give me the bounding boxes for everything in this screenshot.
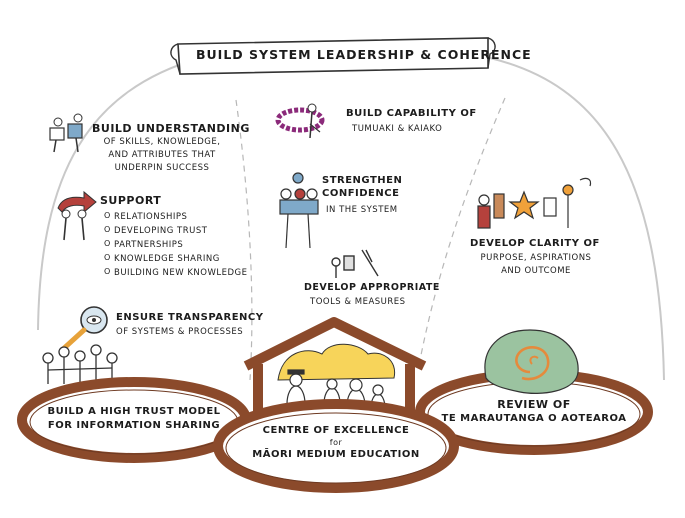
oval-right-line: TE MARAUTANGA O AOTEAROA xyxy=(441,413,627,424)
confidence-body: IN THE SYSTEM xyxy=(326,205,398,215)
understanding-heading: BUILD UNDERSTANDING xyxy=(92,122,250,135)
banner-title: BUILD SYSTEM LEADERSHIP & COHERENCE xyxy=(196,47,532,62)
magnifier-icon xyxy=(59,306,108,353)
understanding-line: AND ATTRIBUTES THAT xyxy=(108,150,216,160)
clarity-line: PURPOSE, ASPIRATIONS xyxy=(480,253,592,263)
confidence-line: CONFIDENCE xyxy=(322,188,400,199)
divider-right xyxy=(419,97,506,361)
understanding-line: OF SKILLS, KNOWLEDGE, xyxy=(103,137,221,147)
oval-right-text: REVIEW of TE MARAUTANGA O AOTEAROA xyxy=(440,398,628,426)
shell-icon xyxy=(484,329,579,394)
oval-center-text: CENTRE OF EXCELLENCE for MĀORI MEDIUM ED… xyxy=(246,424,426,462)
gear-icon xyxy=(275,103,325,139)
capability-body: TUMUAKI & KAIAKO xyxy=(352,124,443,134)
transparency-heading: ENSURE TRANSPARENCY xyxy=(116,312,264,323)
star-icon xyxy=(508,190,540,220)
outer-arch-left xyxy=(37,57,201,331)
outer-arch-right xyxy=(489,57,665,381)
tools-icon xyxy=(331,249,379,278)
oval-left-line: BUILD A HIGH TRUST MODEL xyxy=(47,406,221,417)
oval-center xyxy=(213,399,459,493)
understanding-line: UNDERPIN SUCCESS xyxy=(114,163,210,173)
banner-ribbon xyxy=(170,37,496,75)
support-list: RELATIONSHIPS DEVELOPING TRUST PARTNERSH… xyxy=(104,209,247,280)
oval-left-text: BUILD A HIGH TRUST MODEL FOR INFORMATION… xyxy=(46,405,222,433)
list-item: DEVELOPING TRUST xyxy=(104,223,247,238)
clarity-heading: DEVELOP CLARITY OF xyxy=(470,238,600,249)
clarity-icons xyxy=(477,177,592,229)
list-item: RELATIONSHIPS xyxy=(104,209,247,224)
oval-left-line: FOR INFORMATION SHARING xyxy=(47,420,221,431)
confidence-heading: STRENGTHEN CONFIDENCE xyxy=(322,174,402,200)
oval-center-line: for xyxy=(329,438,343,447)
list-item: BUILDING NEW KNOWLEDGE xyxy=(104,265,247,280)
divider-left xyxy=(235,99,253,381)
oval-center-line: MĀORI MEDIUM EDUCATION xyxy=(252,449,420,460)
list-item: PARTNERSHIPS xyxy=(104,237,247,252)
transparency-body: OF SYSTEMS & PROCESSES xyxy=(116,327,244,337)
support-heading: SUPPORT xyxy=(100,194,162,207)
oval-center-line: CENTRE OF EXCELLENCE xyxy=(262,425,410,436)
people-chain-icon xyxy=(42,344,118,384)
capability-heading: BUILD CAPABILITY OF xyxy=(346,108,477,119)
list-item: KNOWLEDGE SHARING xyxy=(104,251,247,266)
understanding-body: OF SKILLS, KNOWLEDGE, AND ATTRIBUTES THA… xyxy=(92,136,232,175)
tools-heading: DEVELOP APPROPRIATE xyxy=(304,282,440,293)
clarity-body: PURPOSE, ASPIRATIONS AND OUTCOME xyxy=(466,252,606,278)
understanding-icon xyxy=(49,113,83,153)
tools-body: TOOLS & MEASURES xyxy=(310,297,406,307)
confidence-line: STRENGTHEN xyxy=(322,175,403,186)
clarity-line: AND OUTCOME xyxy=(501,266,571,276)
support-arrow-icon xyxy=(57,190,97,241)
pyramid-people-icon xyxy=(279,172,319,249)
oval-right-line: REVIEW of xyxy=(497,398,571,411)
